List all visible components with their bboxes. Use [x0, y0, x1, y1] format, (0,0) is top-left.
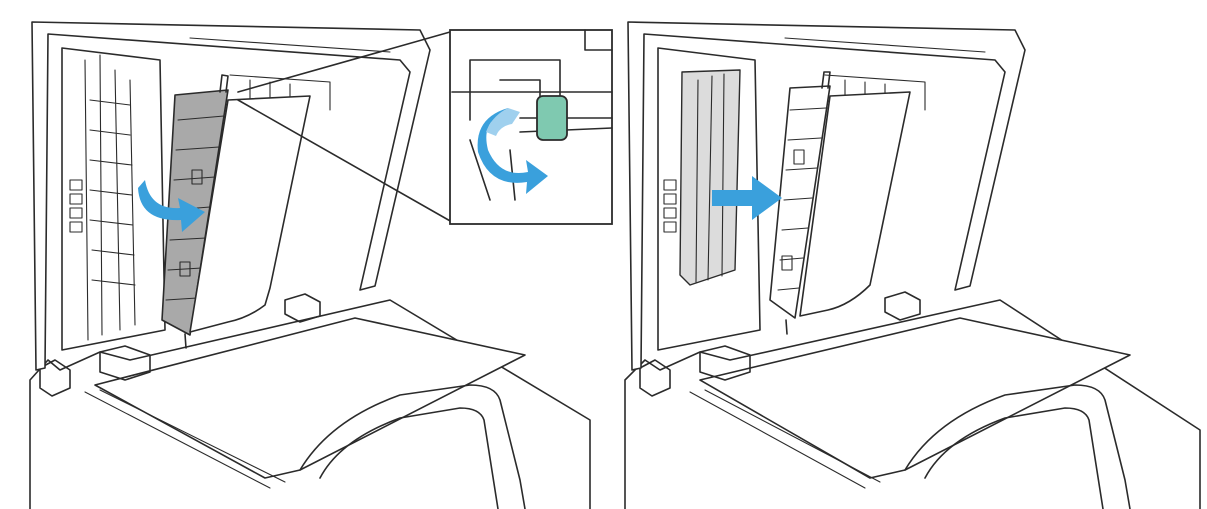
roller-stack-right	[663, 179, 677, 233]
lid-top-details-right	[784, 37, 986, 111]
roller-guide-left	[84, 54, 136, 341]
straight-arrow-icon	[712, 176, 782, 220]
guide-clip-upper	[191, 169, 203, 185]
paper-sheet-right	[799, 91, 911, 317]
control-panel-right	[904, 384, 1131, 509]
inset-lid-lines	[469, 29, 613, 201]
paper-crease-lines	[695, 73, 725, 283]
lid-outer-right	[627, 21, 1026, 371]
left-hinge	[39, 345, 151, 397]
green-lever	[536, 95, 568, 141]
rotate-arrow-icon	[477, 108, 548, 194]
platen-glass-right	[699, 317, 1131, 479]
right-hinge-right	[884, 291, 921, 321]
curved-arrow-icon	[138, 180, 205, 232]
roller-stack	[69, 179, 83, 233]
guide-lever-pin	[219, 74, 229, 93]
open-guide-pin	[785, 71, 831, 335]
open-guide-clip-upper	[793, 149, 805, 165]
roller-guide-texture	[89, 99, 136, 286]
platen-edge-line-right	[689, 389, 881, 489]
left-hinge-right	[639, 345, 751, 397]
scanner-base-outline	[29, 299, 591, 509]
lid-outer	[31, 21, 431, 371]
lid-top-details	[189, 37, 391, 111]
panel-right	[624, 21, 1201, 509]
scanner-base-outline-right	[624, 299, 1201, 509]
callout-leader	[237, 31, 453, 223]
lid-inner-frame	[61, 47, 166, 351]
right-hinge	[284, 293, 321, 323]
open-guide-clip-lower	[781, 255, 793, 271]
control-panel	[299, 384, 526, 509]
guide-bottom-pin	[184, 333, 187, 349]
detail-inset	[237, 29, 613, 225]
lid-inner-frame-right	[657, 47, 761, 351]
inset-frame	[449, 29, 613, 225]
jammed-paper	[189, 95, 311, 333]
panel-left	[29, 21, 591, 509]
paper-guide-open-ribs	[777, 107, 827, 291]
rotate-arrow-tail	[486, 108, 520, 136]
guide-clip-lower	[179, 261, 191, 277]
platen-edge-line	[84, 389, 286, 489]
platen-glass	[94, 317, 526, 479]
